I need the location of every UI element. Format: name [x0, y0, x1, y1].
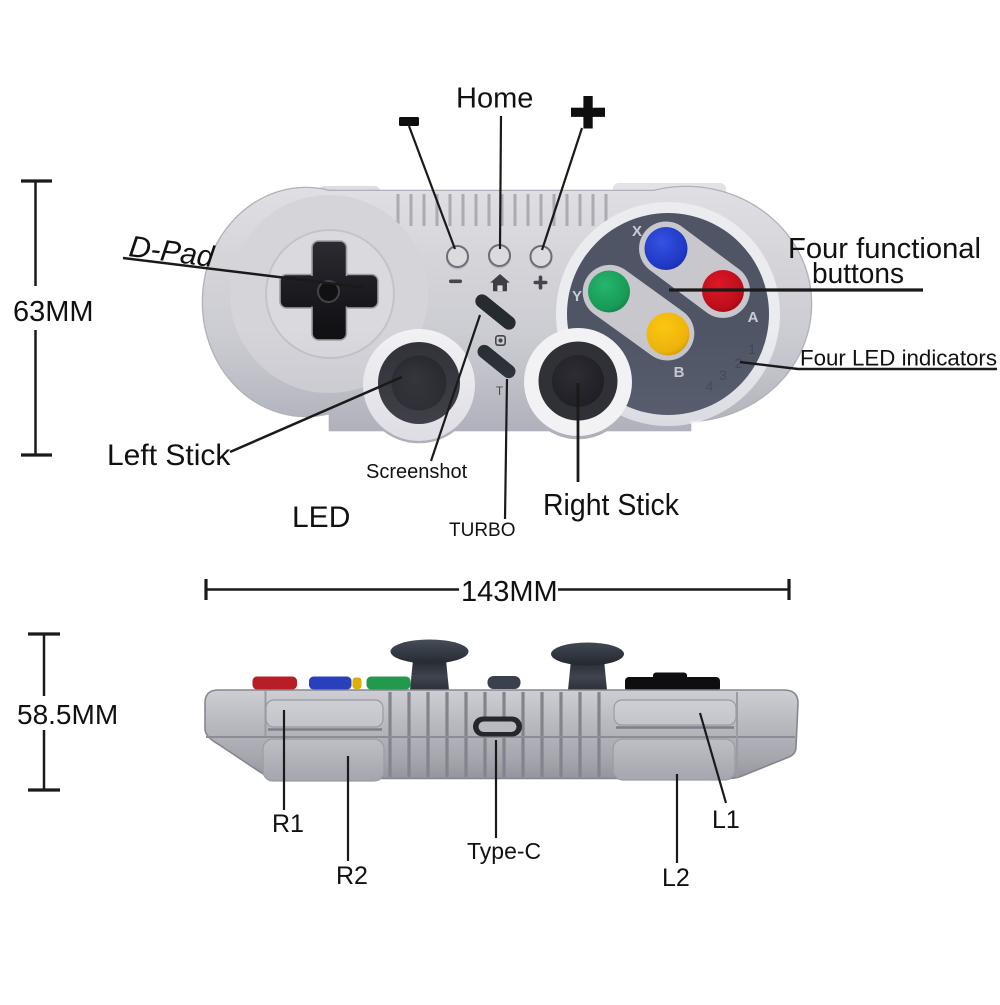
svg-text:63MM: 63MM [13, 296, 94, 328]
svg-text:buttons: buttons [812, 258, 904, 290]
svg-text:Home: Home [456, 83, 533, 115]
svg-text:R1: R1 [272, 810, 304, 838]
svg-text:R2: R2 [336, 862, 368, 890]
svg-text:L1: L1 [712, 806, 740, 834]
svg-text:Type-C: Type-C [467, 838, 541, 864]
svg-text:Right Stick: Right Stick [543, 487, 679, 522]
svg-text:Four LED indicators: Four LED indicators [800, 346, 997, 371]
svg-text:Left Stick: Left Stick [107, 439, 231, 472]
svg-text:TURBO: TURBO [449, 520, 516, 541]
svg-text:A: A [748, 309, 759, 326]
svg-text:Four functional: Four functional [788, 233, 981, 265]
svg-text:Screenshot: Screenshot [366, 461, 468, 483]
svg-text:L2: L2 [662, 864, 690, 892]
svg-text:58.5MM: 58.5MM [17, 699, 118, 730]
svg-text:143MM: 143MM [461, 576, 558, 608]
svg-text:X: X [632, 223, 642, 240]
svg-text:Y: Y [572, 288, 582, 305]
svg-text:LED: LED [292, 501, 350, 534]
